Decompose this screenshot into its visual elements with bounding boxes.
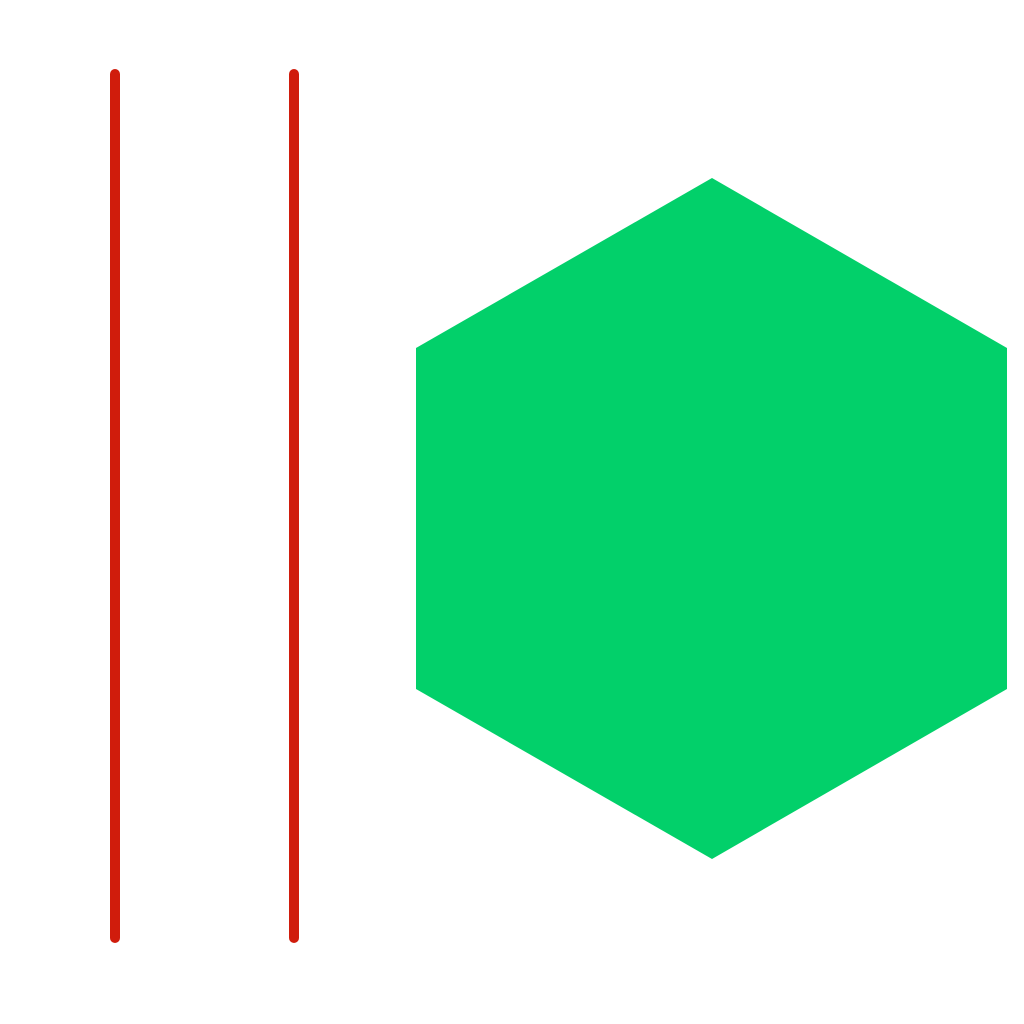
green-hexagon xyxy=(416,178,1007,859)
